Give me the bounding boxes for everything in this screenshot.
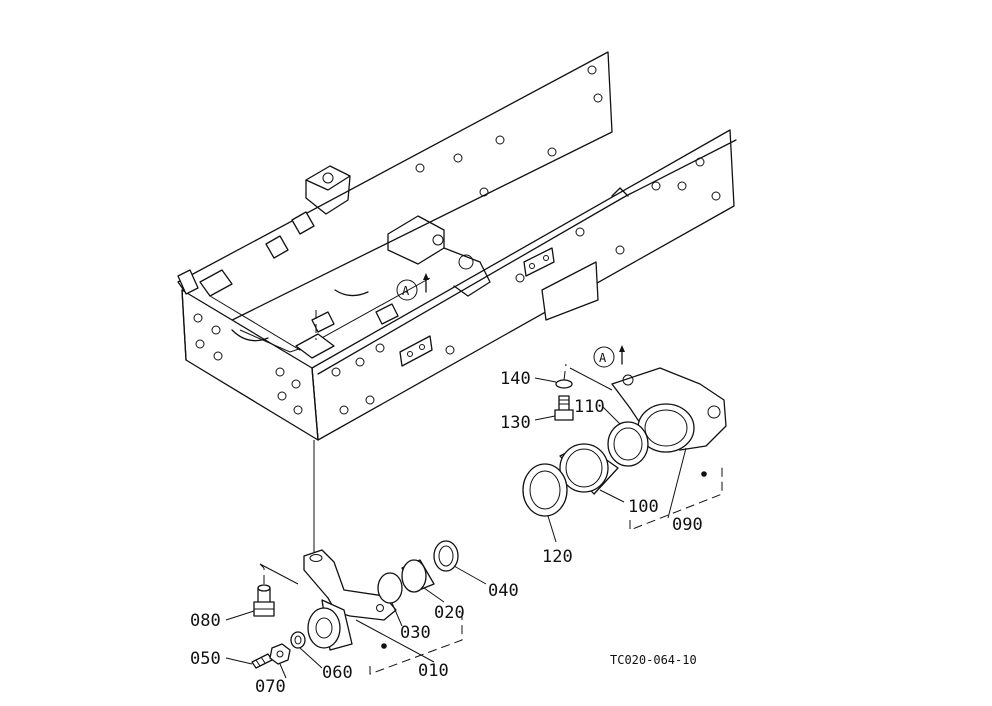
nut-070: [269, 643, 291, 665]
callout-100: 100: [628, 497, 659, 517]
grease-fitting-080: [253, 584, 275, 617]
ring-030: [377, 572, 403, 604]
bracket-assembly-090: A: [569, 345, 727, 477]
frame-reference-mark: A: [402, 284, 410, 298]
callout-020: 020: [434, 603, 465, 623]
washer-060: [290, 631, 306, 649]
callout-090: 090: [672, 515, 703, 535]
callout-130: 130: [500, 413, 531, 433]
callout-040: 040: [488, 581, 519, 601]
leader-lines: [225, 377, 687, 679]
callout-050: 050: [190, 649, 221, 669]
callout-010: 010: [418, 661, 449, 681]
ring-040: [433, 540, 459, 572]
washer-140: [555, 379, 573, 389]
bolt-130: [554, 395, 574, 421]
group-bracket-090: [629, 466, 723, 531]
bracket-reference-mark: A: [599, 351, 607, 365]
callout-140: 140: [500, 369, 531, 389]
callout-110: 110: [574, 397, 605, 417]
callout-120: 120: [542, 547, 573, 567]
main-frame: A: [177, 51, 737, 441]
bushing-100: [559, 443, 619, 495]
bushing-020: [401, 559, 435, 593]
bracket-assembly-010: [303, 549, 397, 651]
callout-030: 030: [400, 623, 431, 643]
callout-080: 080: [190, 611, 221, 631]
callout-070: 070: [255, 677, 286, 697]
drawing-code: TC020-064-10: [610, 653, 697, 667]
group-bracket-010: [369, 612, 463, 675]
set-screw-050: [251, 653, 273, 669]
callout-060: 060: [322, 663, 353, 683]
